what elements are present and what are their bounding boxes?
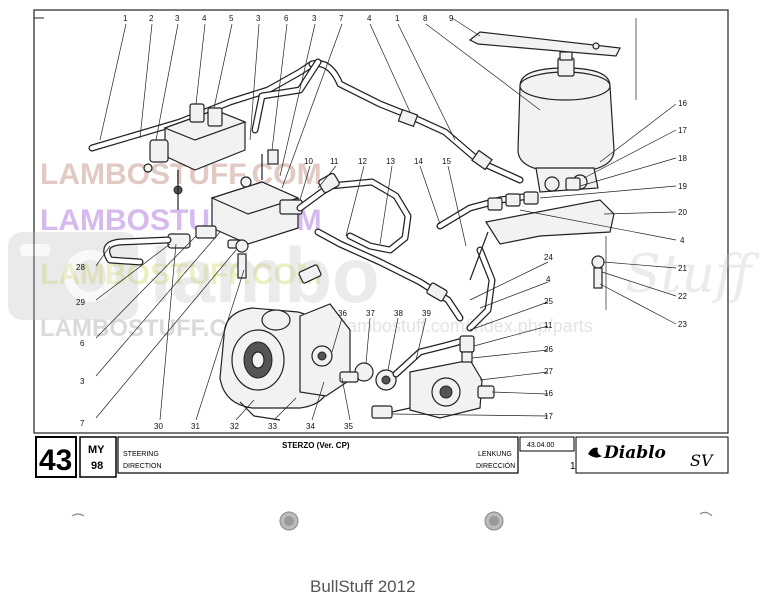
valve-block (149, 103, 279, 210)
callout-lower-right-11: 11 (544, 321, 553, 330)
callout-inner-38: 38 (394, 309, 403, 318)
title-main: STERZO (Ver. CP) (282, 441, 350, 450)
callout-top-11: 1 (395, 14, 400, 23)
title-lang-en: STEERING (123, 451, 159, 458)
callout-bottom-35: 35 (344, 422, 353, 431)
callout-right-18: 18 (678, 154, 687, 163)
model-year-box (79, 436, 117, 478)
clamp-bar (468, 31, 621, 57)
callout-lower-right-4: 4 (546, 275, 551, 284)
watermark-url: www.lambostuff.com/index.php/parts (299, 316, 593, 336)
callout-left-29: 29 (76, 298, 85, 307)
callout-lower-right-17: 17 (544, 412, 553, 421)
mounting-bracket (469, 199, 615, 289)
callout-top-13: 9 (449, 14, 454, 23)
power-steering-pump (219, 303, 351, 421)
title-lang-de: LENKUNG (478, 451, 512, 458)
callout-right-4: 4 (680, 236, 685, 245)
callout-bottom-32: 32 (230, 422, 239, 431)
callout-mid-12: 12 (358, 157, 367, 166)
callout-top-5: 5 (229, 14, 234, 23)
callout-right-16: 16 (678, 99, 687, 108)
callout-lower-right-25: 25 (544, 297, 553, 306)
brand-name: Diablo (603, 443, 666, 463)
callout-top-2: 2 (149, 14, 154, 23)
reservoir-fittings (487, 177, 581, 211)
callout-top-1: 1 (123, 14, 128, 23)
footer-credit: BullStuff 2012 (310, 577, 416, 596)
callout-bottom-31: 31 (191, 422, 200, 431)
page-number: 43 (39, 444, 72, 477)
callout-top-9: 7 (339, 14, 344, 23)
callout-lower-right-16: 16 (544, 389, 553, 398)
scan-artifacts (71, 511, 713, 531)
callout-mid-13: 13 (386, 157, 395, 166)
callout-right-20: 20 (678, 208, 687, 217)
model-year: 98 (91, 460, 103, 472)
callout-right-22: 22 (678, 292, 687, 301)
callout-bottom-33: 33 (268, 422, 277, 431)
fluid-reservoir (517, 51, 615, 193)
callout-top-7: 6 (284, 14, 289, 23)
callout-mid-14: 14 (414, 157, 423, 166)
title-block: 43 MY 98 STERZO (Ver. CP) STEERING DIREC… (35, 436, 729, 478)
callout-top-8: 3 (312, 14, 317, 23)
brand-suffix: SV (690, 451, 714, 470)
callout-top-3: 3 (175, 14, 180, 23)
watermark-big-script: Stuff (625, 245, 760, 305)
callout-left-7: 7 (80, 419, 85, 428)
steering-valve-housing (371, 335, 495, 419)
watermark-lambostuff-3: LAMBOSTUFF.COM (40, 258, 322, 291)
callout-inner-39: 39 (422, 309, 431, 318)
callout-top-12: 8 (423, 14, 428, 23)
callout-right-21: 21 (678, 264, 687, 273)
control-block (167, 154, 303, 249)
callout-lower-right-26: 26 (544, 345, 553, 354)
steering-assembly-drawing: 1 2 3 4 5 3 6 3 7 4 1 8 9 10 11 12 13 14… (76, 14, 687, 431)
callout-left-3: 3 (80, 377, 85, 386)
page-number-box (35, 436, 77, 478)
union-fittings (339, 336, 470, 391)
callout-right-17: 17 (678, 126, 687, 135)
callout-left-6: 6 (80, 339, 85, 348)
code-box (519, 436, 575, 452)
brand-box (575, 436, 729, 474)
callout-lower-right-24: 24 (544, 253, 553, 262)
title-lang-es: DIRECCIÓN (476, 461, 515, 470)
callout-top-10: 4 (367, 14, 372, 23)
callout-top-4: 4 (202, 14, 207, 23)
callout-mid-11: 11 (330, 157, 339, 166)
bull-logo-icon (588, 447, 602, 458)
callout-inner-37: 37 (366, 309, 375, 318)
drawing-code: 43.04.00 (527, 442, 554, 449)
callout-right-23: 23 (678, 320, 687, 329)
title-box (117, 436, 519, 474)
title-lang-fr: DIRECTION (123, 463, 162, 470)
callout-top-6: 3 (256, 14, 261, 23)
callout-inner-36: 36 (338, 309, 347, 318)
callout-left-28: 28 (76, 263, 85, 272)
callout-mid-15: 15 (442, 157, 451, 166)
callout-bottom-34: 34 (306, 422, 315, 431)
model-year-label: MY (88, 444, 105, 456)
callout-right-19: 19 (678, 182, 687, 191)
callout-lower-right-27: 27 (544, 367, 553, 376)
leader-lines (95, 17, 677, 421)
drawing-frame (33, 9, 729, 434)
callout-bottom-30: 30 (154, 422, 163, 431)
callout-mid-10: 10 (304, 157, 313, 166)
callout-numbers: 1 2 3 4 5 3 6 3 7 4 1 8 9 10 11 12 13 14… (76, 14, 687, 431)
